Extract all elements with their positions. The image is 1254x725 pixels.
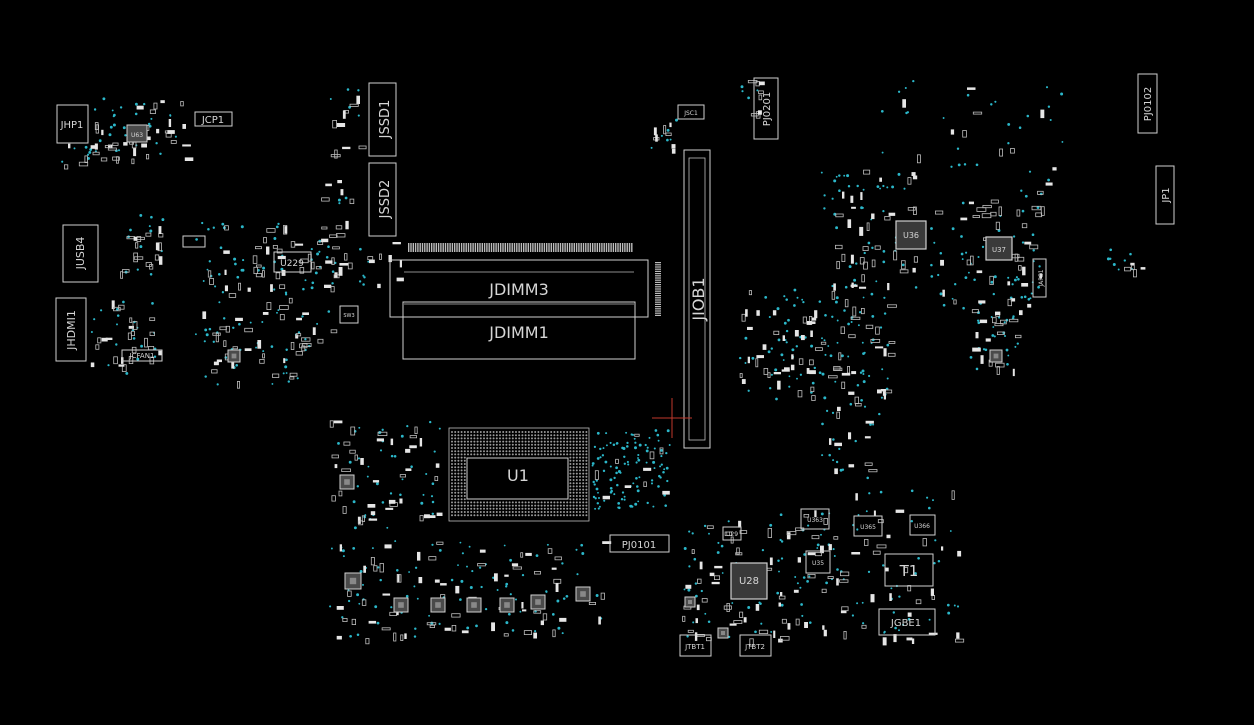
label-u363: U363 xyxy=(807,517,823,524)
label-jtbt1: JTBT1 xyxy=(684,643,705,651)
chip-u29[interactable]: U29 xyxy=(722,526,742,541)
chip-u363[interactable]: U363 xyxy=(800,508,830,530)
label-jcp1: JCP1 xyxy=(201,115,224,126)
chip-u37[interactable]: U37 xyxy=(985,236,1013,261)
label-u229: U229 xyxy=(280,259,304,269)
label-jssd1: JSSD1 xyxy=(378,100,393,140)
label-u365: U365 xyxy=(860,524,876,531)
connector-japs1[interactable]: JAPS1 xyxy=(1032,258,1047,298)
connector-jusb4[interactable]: JUSB4 xyxy=(62,224,99,283)
label-t1: T1 xyxy=(899,562,919,580)
chip-u35[interactable]: U35 xyxy=(805,550,831,574)
slot-jdimm3[interactable]: JDIMM3 xyxy=(389,259,649,318)
cursor-crosshair xyxy=(652,398,692,438)
cpu-u1[interactable]: U1 xyxy=(448,427,590,522)
connector-jssd2[interactable]: JSSD2 xyxy=(368,162,397,237)
label-u36: U36 xyxy=(903,231,919,240)
u1-ball-grid xyxy=(451,431,588,517)
label-jdimm1: JDIMM1 xyxy=(488,323,549,342)
label-pj0102: PJ0102 xyxy=(1143,87,1154,121)
connector-jssd1[interactable]: JSSD1 xyxy=(368,82,397,157)
chip-u229[interactable]: U229 xyxy=(273,251,312,273)
slot-jdimm1[interactable]: JDIMM1 xyxy=(402,301,636,360)
label-sw3: SW3 xyxy=(343,313,354,319)
label-u1: U1 xyxy=(507,466,529,485)
label-u28: U28 xyxy=(739,576,759,587)
label-u37: U37 xyxy=(992,246,1006,254)
chip-u28[interactable]: U28 xyxy=(730,562,768,600)
connector-pj0201[interactable]: PJ0201 xyxy=(753,77,779,140)
chip-u366[interactable]: U366 xyxy=(909,514,936,536)
connector-jhdmi1[interactable]: JHDMI1 xyxy=(55,297,87,362)
transformer-t1[interactable]: T1 xyxy=(884,553,934,587)
label-u366: U366 xyxy=(914,523,930,530)
label-jcfan1: JCFAN1 xyxy=(129,352,155,360)
label-jsc1: JSC1 xyxy=(683,110,698,117)
label-jtbt2: JTBT2 xyxy=(744,643,765,651)
label-japs1: JAPS1 xyxy=(1038,269,1045,287)
connector-jiob1[interactable]: JIOB1 xyxy=(683,149,711,449)
connector-jcp1[interactable]: JCP1 xyxy=(194,111,233,127)
chip-u365[interactable]: U365 xyxy=(853,515,883,537)
connector-jhp1[interactable]: JHP1 xyxy=(56,104,89,144)
label-jusb4: JUSB4 xyxy=(74,237,87,271)
chip-u36[interactable]: U36 xyxy=(895,220,927,250)
connector-jcfan1[interactable]: JCFAN1 xyxy=(121,349,163,362)
chip-u63[interactable]: U63 xyxy=(126,124,148,143)
power-qfn-chips xyxy=(227,349,1003,639)
connector-jp1[interactable]: JP1 xyxy=(1155,165,1175,225)
switch-sw3[interactable]: SW3 xyxy=(339,305,359,324)
connector-jgbe1[interactable]: JGBE1 xyxy=(878,608,936,636)
label-pj0201: PJ0201 xyxy=(762,92,773,126)
connector-jtbt1[interactable]: JTBT1 xyxy=(679,634,712,657)
label-jp1: JP1 xyxy=(1161,187,1172,203)
label-jiob1: JIOB1 xyxy=(689,277,708,321)
smd-component-layer xyxy=(64,80,1146,647)
label-u35: U35 xyxy=(812,560,824,567)
label-jhdmi1: JHDMI1 xyxy=(65,310,78,351)
connector-jtbt2[interactable]: JTBT2 xyxy=(739,634,772,657)
connector-jsc1[interactable]: JSC1 xyxy=(677,104,705,120)
small-box-near-jusb4 xyxy=(182,235,206,248)
label-jhp1: JHP1 xyxy=(60,120,84,131)
label-u29: U29 xyxy=(726,531,738,538)
label-u63: U63 xyxy=(131,132,143,139)
label-pj0101: PJ0101 xyxy=(622,540,656,551)
connector-pj0101[interactable]: PJ0101 xyxy=(609,534,670,553)
connector-pj0102[interactable]: PJ0102 xyxy=(1137,73,1158,134)
label-jdimm3: JDIMM3 xyxy=(488,280,549,299)
label-jgbe1: JGBE1 xyxy=(890,618,921,629)
dimm-contact-row xyxy=(408,243,661,316)
label-jssd2: JSSD2 xyxy=(378,180,393,220)
